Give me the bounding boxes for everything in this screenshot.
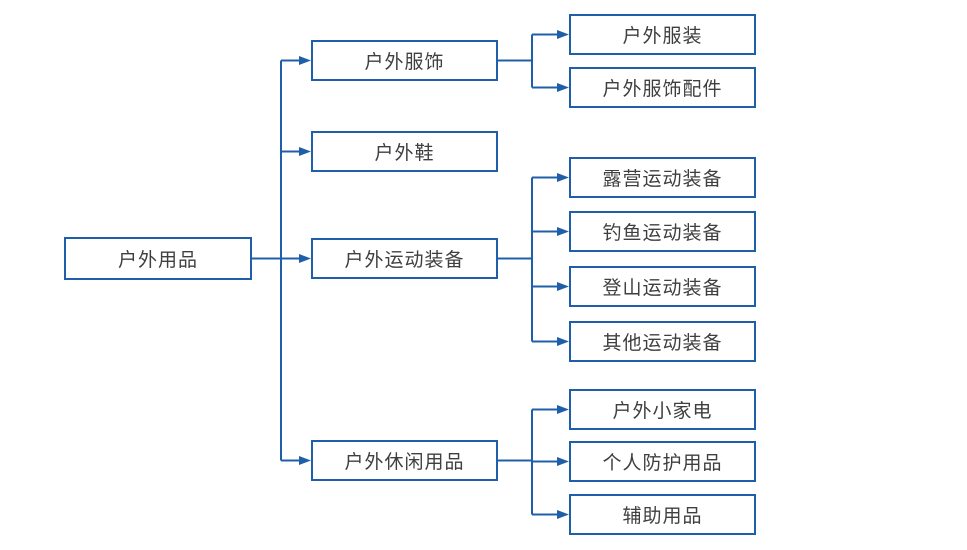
arrowhead-icon [557,510,569,519]
node-outdoor-leisure-products: 户外休闲用品 [311,440,498,481]
node-label: 个人防护用品 [602,453,723,474]
node-label: 户外休闲用品 [344,452,465,473]
node-other-sports-equipment: 其他运动装备 [569,321,756,362]
node-label: 露营运动装备 [602,169,723,190]
arrowhead-icon [557,337,569,346]
arrowhead-icon [299,56,311,65]
node-fishing-equipment: 钓鱼运动装备 [569,211,756,252]
arrowhead-icon [557,83,569,92]
arrowhead-icon [299,147,311,156]
node-auxiliary-products: 辅助用品 [569,494,756,535]
connector-root-to-level2 [252,56,311,465]
arrowhead-icon [557,405,569,414]
node-label: 户外服饰配件 [602,79,723,100]
arrowhead-icon [299,254,311,263]
node-camping-equipment: 露营运动装备 [569,157,756,198]
node-label: 其他运动装备 [602,333,723,354]
node-outdoor-clothing-accessories: 户外服饰配件 [569,67,756,108]
node-label: 登山运动装备 [602,278,723,299]
node-outdoor-clothing: 户外服饰 [311,40,498,81]
connector-clothing-children [498,30,569,92]
node-label: 户外服饰 [364,52,445,73]
node-outdoor-sports-equipment: 户外运动装备 [311,238,498,279]
node-outdoor-apparel: 户外服装 [569,14,756,55]
node-label: 户外小家电 [612,401,713,422]
connector-sports-equipment-children [498,173,569,346]
node-label: 辅助用品 [622,506,703,527]
node-label: 户外运动装备 [344,250,465,271]
node-outdoor-products: 户外用品 [64,237,252,280]
arrowhead-icon [557,173,569,182]
node-label: 户外用品 [117,250,198,271]
connector-leisure-children [498,405,569,519]
node-personal-protection-products: 个人防护用品 [569,441,756,482]
node-outdoor-shoes: 户外鞋 [311,131,498,172]
arrowhead-icon [557,30,569,39]
node-mountaineering-equipment: 登山运动装备 [569,266,756,307]
arrowhead-icon [299,456,311,465]
arrowhead-icon [557,457,569,466]
node-label: 钓鱼运动装备 [602,223,723,244]
node-outdoor-small-appliances: 户外小家电 [569,389,756,430]
node-label: 户外服装 [622,26,703,47]
node-label: 户外鞋 [374,143,435,164]
arrowhead-icon [557,227,569,236]
arrowhead-icon [557,282,569,291]
